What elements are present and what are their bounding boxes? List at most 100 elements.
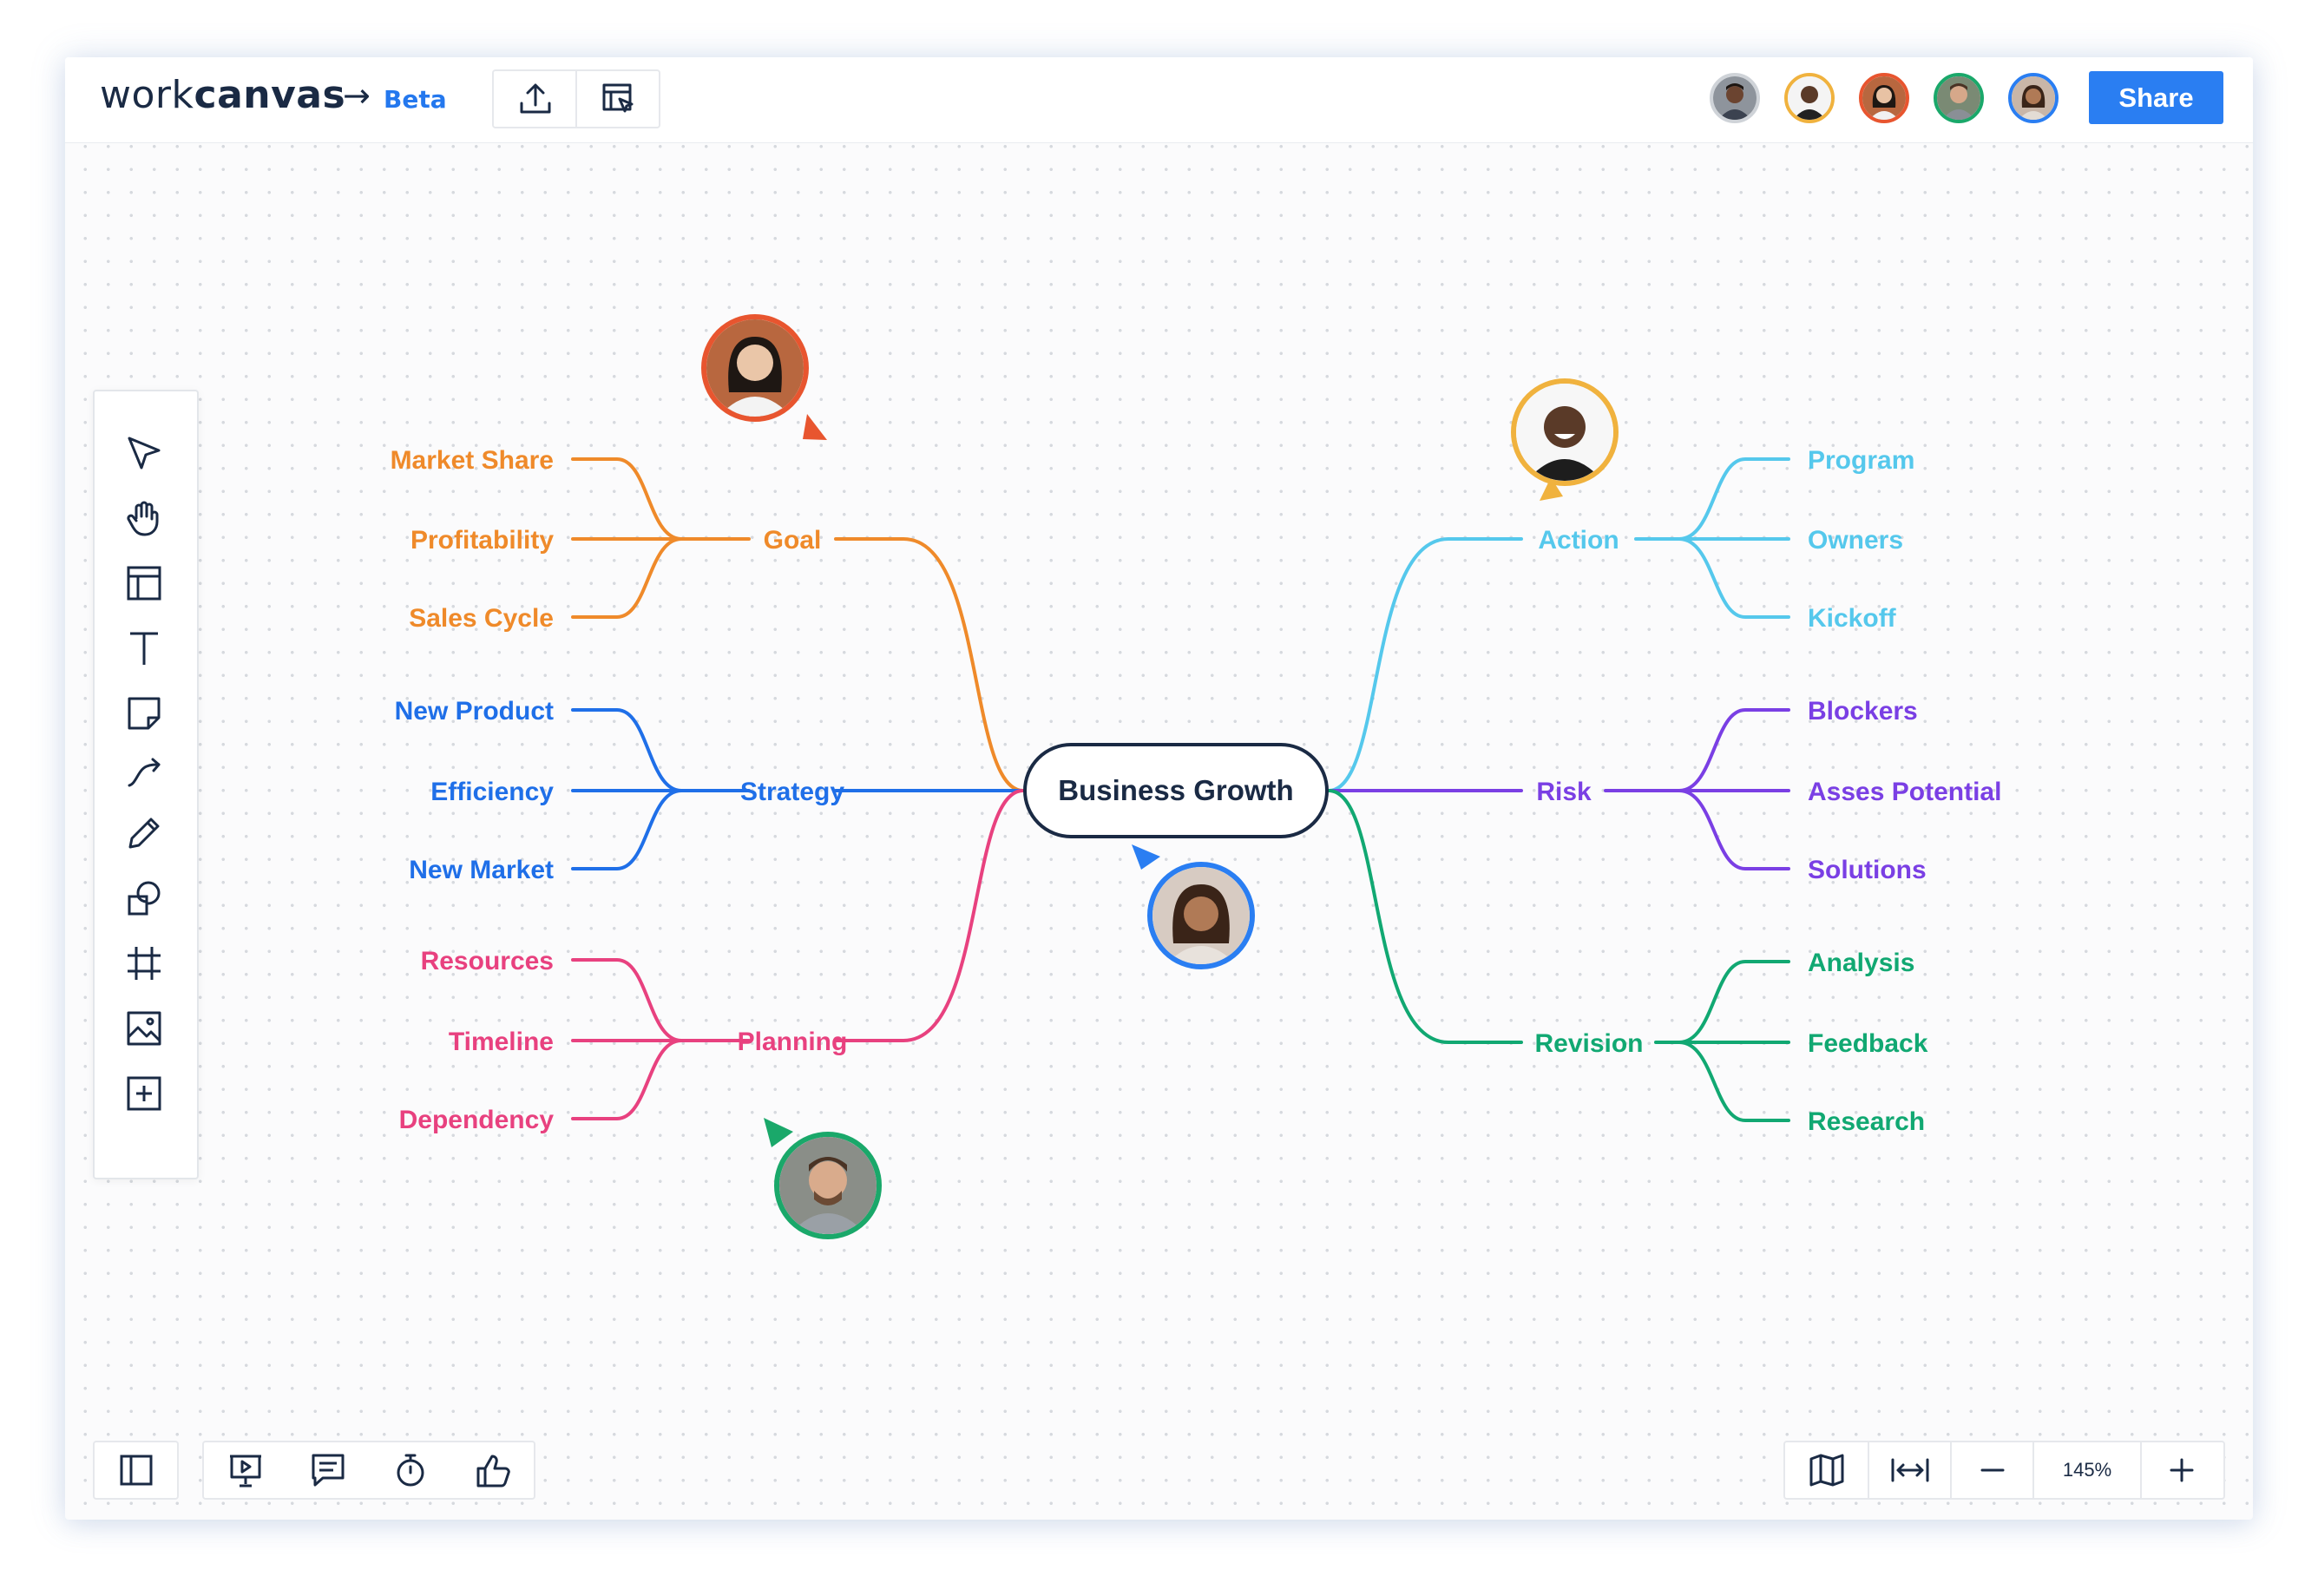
export-board-icon [602, 83, 633, 113]
pen-icon [128, 818, 160, 849]
zoom-level-display[interactable]: 145% [2034, 1442, 2140, 1498]
node-sales-cycle[interactable]: Sales Cycle [409, 604, 554, 633]
node-new-product[interactable]: New Product [395, 697, 554, 726]
person-photo-icon [779, 1137, 877, 1234]
collaborator-avatar-1[interactable] [1710, 73, 1760, 123]
collaborator-bubble-yellow [1511, 378, 1619, 486]
sticky-note-tool[interactable] [114, 683, 174, 744]
map-icon [1809, 1454, 1843, 1487]
risk-connectors [1327, 708, 1790, 870]
shapes-icon [128, 881, 161, 916]
upload-button[interactable] [494, 71, 576, 127]
timer-button[interactable] [369, 1442, 451, 1498]
cursor-pointer-green [764, 1118, 793, 1147]
node-efficiency[interactable]: Efficiency [430, 778, 554, 806]
branch-revision[interactable]: Revision [1534, 1029, 1643, 1058]
add-tool[interactable] [114, 1063, 174, 1124]
logo-arrow: → [343, 76, 371, 115]
frame-icon [128, 947, 161, 980]
export-board-button[interactable] [577, 71, 660, 127]
timer-icon [397, 1454, 424, 1487]
image-tool[interactable] [114, 998, 174, 1059]
control-divider [1868, 1442, 1869, 1498]
node-timeline[interactable]: Timeline [449, 1028, 554, 1056]
control-divider [1950, 1442, 1952, 1498]
text-tool[interactable] [114, 618, 174, 679]
branch-risk[interactable]: Risk [1536, 778, 1592, 806]
zoom-level-text: 145% [2062, 1459, 2112, 1481]
shapes-tool[interactable] [114, 868, 174, 929]
presentation-icon [229, 1455, 261, 1488]
node-solutions[interactable]: Solutions [1808, 856, 1927, 884]
comment-button[interactable] [286, 1442, 369, 1498]
person-photo-icon [706, 319, 804, 417]
collaborator-avatar-4[interactable] [1934, 73, 1984, 123]
collaborator-avatar-5[interactable] [2008, 73, 2059, 123]
node-program[interactable]: Program [1808, 446, 1914, 475]
mind-map: Goal Market Share Profitability Sales Cy… [391, 414, 2001, 1147]
planning-connectors [571, 789, 1025, 1120]
sidebar-toggle-button[interactable] [93, 1441, 179, 1500]
sticky-note-icon [128, 697, 161, 730]
node-resources[interactable]: Resources [421, 947, 554, 975]
tools-panel [93, 390, 199, 1179]
add-icon [127, 1076, 161, 1111]
frame-tool[interactable] [114, 933, 174, 994]
minimap-button[interactable] [1785, 1442, 1868, 1498]
node-feedback[interactable]: Feedback [1808, 1029, 1928, 1058]
branch-goal[interactable]: Goal [764, 526, 822, 555]
fit-width-button[interactable] [1869, 1442, 1950, 1498]
fit-width-icon [1891, 1458, 1928, 1482]
connector-tool[interactable] [114, 743, 174, 804]
zoom-out-button[interactable] [1952, 1442, 2032, 1498]
node-profitability[interactable]: Profitability [410, 526, 554, 555]
zoom-in-button[interactable] [2142, 1442, 2222, 1498]
comment-icon [312, 1454, 344, 1487]
person-avatar-icon [1788, 76, 1831, 120]
select-tool[interactable] [114, 423, 174, 483]
node-analysis[interactable]: Analysis [1808, 949, 1914, 977]
node-kickoff[interactable]: Kickoff [1808, 604, 1897, 633]
node-research[interactable]: Research [1808, 1107, 1925, 1136]
pen-tool[interactable] [114, 803, 174, 864]
collaborator-bubble-green [774, 1132, 882, 1239]
select-icon [128, 437, 161, 470]
revision-connectors [1327, 789, 1790, 1122]
collaborator-avatar-3[interactable] [1859, 73, 1909, 123]
person-photo-icon [1516, 384, 1613, 481]
hand-tool[interactable] [114, 488, 174, 548]
goal-connectors [571, 457, 1025, 792]
node-new-market[interactable]: New Market [409, 856, 554, 884]
template-tool[interactable] [114, 553, 174, 614]
cursor-pointer-yellow [1540, 477, 1563, 501]
node-owners[interactable]: Owners [1808, 526, 1903, 555]
image-icon [127, 1011, 161, 1046]
node-asses-potential[interactable]: Asses Potential [1808, 778, 2001, 806]
top-bar: workcanvas → Beta [65, 57, 2253, 143]
beta-badge: Beta [384, 85, 447, 114]
control-divider [2032, 1442, 2034, 1498]
upload-icon [520, 83, 550, 114]
collaborator-avatar-2[interactable] [1784, 73, 1835, 123]
presentation-button[interactable] [204, 1442, 286, 1498]
cursor-pointer-blue [1132, 844, 1160, 870]
branch-action[interactable]: Action [1538, 526, 1619, 555]
template-icon [127, 566, 161, 601]
node-dependency[interactable]: Dependency [399, 1106, 555, 1134]
cursor-pointer-red [803, 414, 827, 440]
like-button[interactable] [451, 1442, 534, 1498]
app-logo[interactable]: workcanvas [100, 73, 345, 117]
branch-strategy[interactable]: Strategy [740, 778, 844, 806]
toolbar-divider [575, 71, 577, 127]
person-photo-icon [1152, 867, 1250, 964]
action-connectors [1327, 457, 1790, 792]
branch-planning[interactable]: Planning [738, 1028, 848, 1056]
node-blockers[interactable]: Blockers [1808, 697, 1918, 726]
strategy-connectors [571, 708, 1025, 870]
central-topic-node[interactable]: Business Growth [1023, 743, 1329, 838]
share-button[interactable]: Share [2089, 71, 2223, 124]
control-divider [2140, 1442, 2142, 1498]
person-avatar-icon [1862, 76, 1906, 120]
node-market-share[interactable]: Market Share [391, 446, 554, 475]
person-avatar-icon [1937, 76, 1980, 120]
